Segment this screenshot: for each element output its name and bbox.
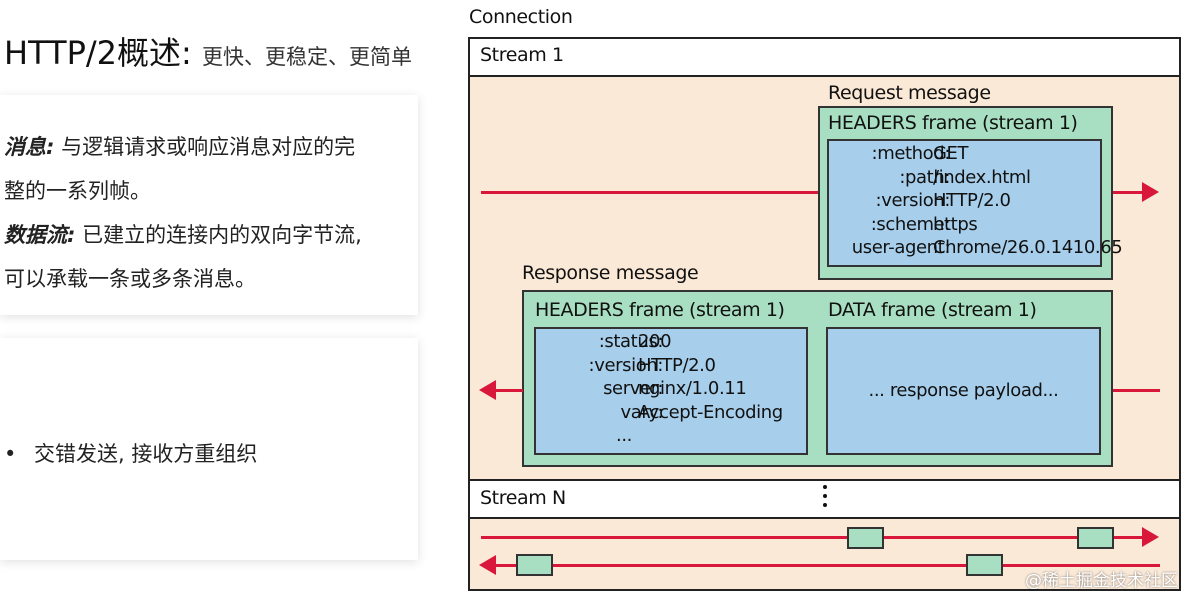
bullet-card: • 交错发送, 接收方重组织 xyxy=(0,338,418,560)
request-headers-block xyxy=(827,139,1102,267)
bullet-item: • 交错发送, 接收方重组织 xyxy=(0,438,257,468)
interleaved-frame xyxy=(1077,527,1114,549)
request-header-value: https xyxy=(933,213,978,235)
request-arrow-line-left xyxy=(481,191,821,194)
response-header-key: :version: xyxy=(588,354,664,376)
response-header-key: :status: xyxy=(598,331,664,352)
request-header-value: /index.html xyxy=(933,166,1031,188)
interleaved-frame xyxy=(847,527,884,549)
request-header-key: user-agent: xyxy=(851,237,951,258)
streamN-arrow-right-line xyxy=(481,536,1144,539)
request-message-label: Request message xyxy=(828,82,991,104)
bullet-dot: • xyxy=(4,442,17,466)
response-header-value: nginx/1.0.11 xyxy=(638,378,747,399)
response-header-key: vary: xyxy=(620,401,664,423)
streamN-arrowhead-right xyxy=(1142,527,1159,547)
response-header-value: 200 xyxy=(638,331,672,352)
slide-title: HTTP/2概述: 更快、更稳定、更简单 xyxy=(4,28,412,74)
definition-stream-line2: 可以承载一条或多条消息。 xyxy=(4,267,256,291)
streamN-arrowhead-left xyxy=(479,555,496,575)
response-headers-block xyxy=(534,327,808,455)
definition-card: 消息: 与逻辑请求或响应消息对应的完 整的一系列帧。 数据流: 已建立的连接内的… xyxy=(0,95,418,315)
response-header-ellipsis: ... xyxy=(616,425,632,446)
definition-message-line1: 消息: 与逻辑请求或响应消息对应的完 xyxy=(4,135,356,159)
request-header-value: GET xyxy=(933,143,969,164)
request-header-key: :method: xyxy=(871,143,951,164)
request-headers-list: :method:GET :path:/index.html :version:H… xyxy=(827,142,1123,264)
response-payload: ... response payload... xyxy=(868,380,1059,401)
watermark: @稀土掘金技术社区 xyxy=(1025,571,1178,591)
connection-label: Connection xyxy=(469,6,573,28)
request-header-value: Chrome/26.0.1410.65 xyxy=(933,237,1123,258)
response-header-value: HTTP/2.0 xyxy=(638,354,716,376)
request-headers-frame-label: HEADERS frame (stream 1) xyxy=(828,112,1078,134)
interleaved-frame xyxy=(516,554,553,576)
streamN-area xyxy=(468,517,1181,591)
stream1-header-bar xyxy=(468,37,1181,77)
streamN-label: Stream N xyxy=(480,487,566,509)
vertical-ellipsis-icon xyxy=(823,485,827,512)
request-header-key: :version: xyxy=(875,190,951,211)
request-header-value: HTTP/2.0 xyxy=(933,190,1011,211)
bullet-text: 交错发送, 接收方重组织 xyxy=(34,442,258,466)
request-arrowhead xyxy=(1142,182,1159,202)
slide-title-main: HTTP/2概述 xyxy=(4,34,182,72)
response-arrow-line-right xyxy=(1113,389,1160,392)
response-headers-frame-label: HEADERS frame (stream 1) xyxy=(535,299,785,321)
streamN-arrow-left-line xyxy=(496,564,1160,567)
request-header-key: :scheme: xyxy=(870,213,951,235)
interleaved-frame xyxy=(966,554,1003,576)
response-message-label: Response message xyxy=(522,262,699,284)
request-header-key: :path: xyxy=(899,166,950,188)
slide-title-colon: : xyxy=(181,34,202,72)
definition-message-line2: 整的一系列帧。 xyxy=(4,179,151,203)
request-arrow-line-right xyxy=(1112,191,1144,194)
response-arrowhead xyxy=(479,380,496,400)
slide-subtitle: 更快、更稳定、更简单 xyxy=(202,45,412,69)
data-frame-block xyxy=(826,327,1101,455)
response-header-key: server: xyxy=(603,378,663,399)
definition-stream-line1: 数据流: 已建立的连接内的双向字节流, xyxy=(4,223,362,247)
stream1-label: Stream 1 xyxy=(480,44,564,66)
data-frame-label: DATA frame (stream 1) xyxy=(828,299,1037,321)
term-message: 消息: xyxy=(4,135,55,159)
response-headers-list: :status:200 :version:HTTP/2.0 server:ngi… xyxy=(534,330,808,452)
term-stream: 数据流: xyxy=(4,223,76,247)
response-header-value: Accept-Encoding xyxy=(638,401,783,423)
response-arrow-line-left xyxy=(496,389,523,392)
